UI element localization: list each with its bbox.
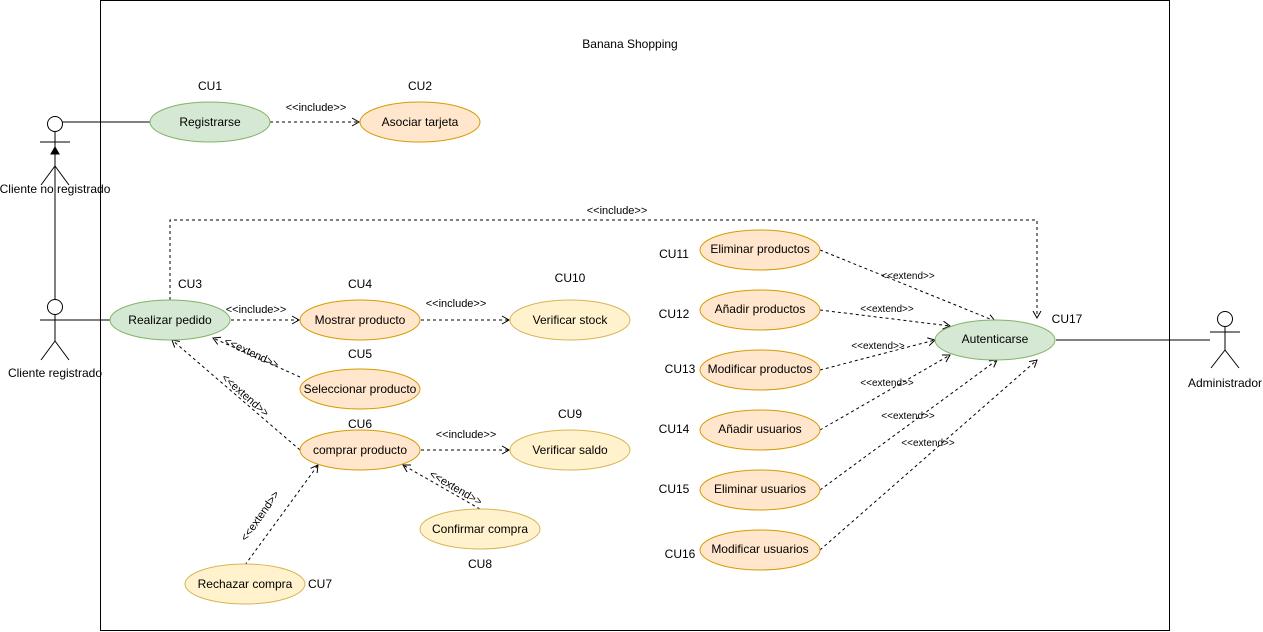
rel-confirmar-comprar [402,464,481,510]
use-case-label: Confirmar compra [432,522,528,536]
label-extend-mod-user: <<extend>> [901,438,955,449]
use-case-label: Modificar usuarios [711,542,808,556]
use-case-id: CU16 [665,547,696,561]
use-case-anadir-usuarios[interactable]: Añadir usuarios [699,409,821,451]
use-case-label: Verificar saldo [532,443,608,457]
label-include-registrarse: <<include>> [286,102,347,114]
actor-administrador[interactable] [1210,311,1240,369]
label-include-mostrar: <<include>> [426,298,487,310]
use-case-label: Verificar stock [533,313,609,327]
use-case-label: Autenticarse [962,332,1029,346]
actor-label-cliente-no-registrado: Cliente no registrado [0,182,111,196]
label-extend-add-prod: <<extend>> [860,304,914,315]
actor-cliente-no-registrado[interactable] [40,116,70,186]
use-case-id: CU5 [348,347,372,361]
actor-label-administrador: Administrador [1188,376,1262,390]
use-case-id: CU15 [659,482,690,496]
use-case-eliminar-productos[interactable]: Eliminar productos [699,229,821,271]
use-case-label: Mostrar producto [315,313,406,327]
use-case-registrarse[interactable]: Registrarse [149,101,271,143]
use-case-verificar-saldo[interactable]: Verificar saldo [509,429,631,471]
label-extend-add-user: <<extend>> [860,378,914,389]
use-case-id: CU2 [408,79,432,93]
use-case-id: CU14 [659,422,690,436]
use-case-id: CU12 [659,307,690,321]
rel-mod-prod-auth [819,337,936,371]
rel-rechazar-comprar [244,464,319,566]
rel-add-prod-auth [819,309,952,330]
label-include-comprar: <<include>> [436,429,497,441]
use-case-autenticarse[interactable]: Autenticarse [934,319,1056,361]
associations [50,121,1210,341]
rel-mod-user-auth [819,359,1038,551]
rel-seleccionar-realizar [212,336,301,378]
use-case-id: CU17 [1052,312,1083,326]
rel-elim-prod-auth [819,249,996,323]
use-case-asociar-tarjeta[interactable]: Asociar tarjeta [359,101,481,143]
use-case-label: Seleccionar producto [304,382,417,396]
use-case-label: Añadir productos [715,302,806,316]
use-case-id: CU9 [558,407,582,421]
dashed-relations [169,117,1042,566]
label-include-top: <<include>> [587,205,648,217]
use-case-id: CU11 [659,247,689,261]
use-case-id: CU8 [468,557,492,571]
system-title: Banana Shopping [582,37,677,51]
use-case-verificar-stock[interactable]: Verificar stock [509,299,631,341]
label-extend-elim-prod: <<extend>> [881,271,935,282]
use-case-id: CU7 [308,577,332,591]
use-case-eliminar-usuarios[interactable]: Eliminar usuarios [699,469,821,511]
use-case-label: Realizar pedido [128,313,212,327]
use-case-id: CU6 [348,417,372,431]
use-case-label: comprar producto [313,443,407,457]
use-case-label: Eliminar productos [710,242,809,256]
use-case-id: CU10 [555,271,586,285]
use-case-label: Rechazar compra [198,577,293,591]
use-case-label: Añadir usuarios [718,422,801,436]
use-case-id: CU3 [178,277,202,291]
use-case-id: CU13 [665,362,696,376]
label-include-realizar: <<include>> [226,304,287,316]
use-case-id: CU4 [348,277,372,291]
rel-elim-user-auth [819,359,998,491]
use-case-label: Asociar tarjeta [382,115,459,129]
use-case-anadir-productos[interactable]: Añadir productos [699,289,821,331]
use-case-label: Registrarse [179,115,241,129]
use-case-id: CU1 [198,79,222,93]
use-case-modificar-usuarios[interactable]: Modificar usuarios [699,529,821,571]
use-case-mostrar-producto[interactable]: Mostrar producto [299,299,421,341]
actor-cliente-registrado[interactable] [40,299,70,361]
label-extend-elim-user: <<extend>> [881,411,935,422]
use-case-comprar-producto[interactable]: comprar producto [299,429,421,471]
use-case-modificar-productos[interactable]: Modificar productos [699,349,821,391]
label-extend-mod-prod: <<extend>> [851,341,905,352]
use-case-rechazar-compra[interactable]: Rechazar compra [184,563,306,605]
use-case-label: Modificar productos [708,362,813,376]
use-case-seleccionar-producto[interactable]: Seleccionar producto [299,368,421,410]
rel-realizar-autenticarse [169,219,1042,320]
use-case-confirmar-compra[interactable]: Confirmar compra [419,508,541,550]
use-case-label: Eliminar usuarios [714,482,806,496]
actor-label-cliente-registrado: Cliente registrado [8,366,102,380]
rel-add-user-auth [819,354,951,431]
rel-comprar-realizar [171,339,301,451]
use-case-realizar-pedido[interactable]: Realizar pedido [109,299,231,341]
